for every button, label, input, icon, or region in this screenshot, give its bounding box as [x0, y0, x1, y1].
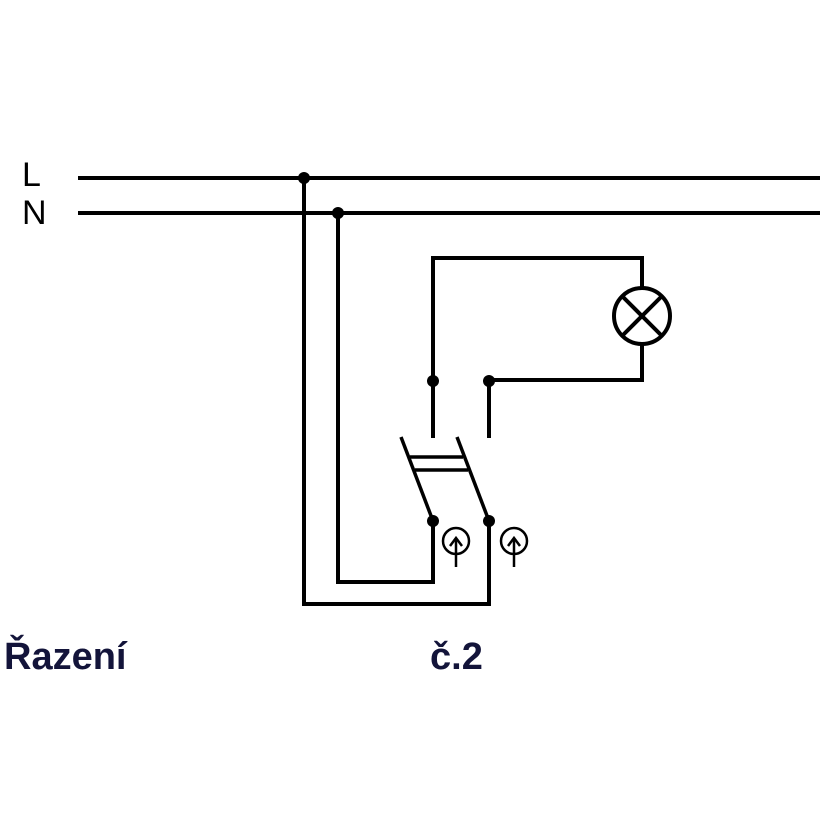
wire-N-to-switch — [336, 213, 435, 584]
caption-right: č.2 — [430, 636, 483, 678]
lamp-icon — [612, 286, 672, 346]
caption-left: Řazení — [4, 636, 127, 678]
label-N: N — [22, 194, 47, 232]
wire-L-to-switch — [302, 178, 491, 606]
indicator-icon-1 — [441, 526, 471, 567]
indicator-icon-2 — [499, 526, 529, 567]
label-L: L — [22, 156, 41, 194]
wire-lamp-return — [487, 344, 644, 438]
junction-dots — [298, 172, 495, 527]
wire-lamp-loop — [431, 256, 644, 438]
double-switch-icon — [399, 436, 491, 522]
